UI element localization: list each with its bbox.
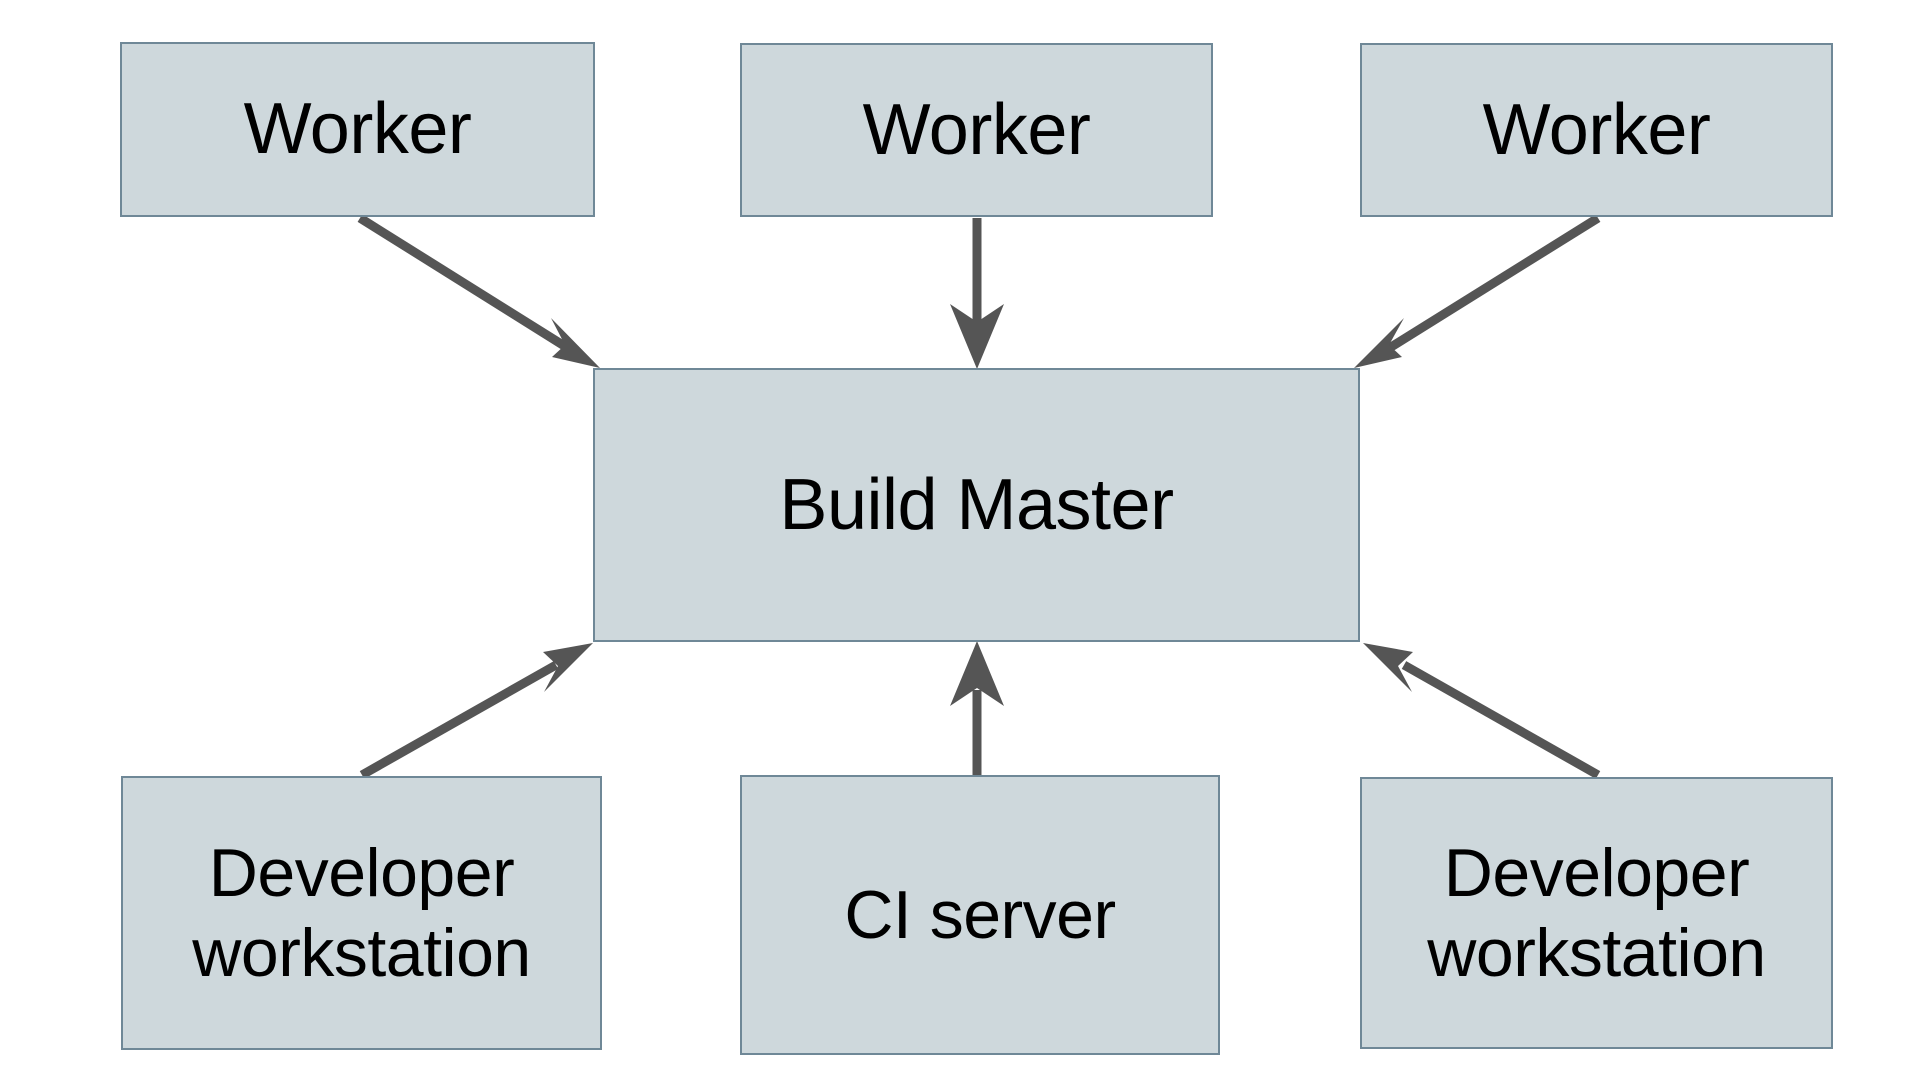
node-label-build-master: Build Master bbox=[779, 464, 1174, 545]
node-label-worker-2: Worker bbox=[862, 89, 1091, 170]
edge-worker1-to-master bbox=[357, 214, 600, 368]
node-ci-server[interactable]: CI server bbox=[740, 775, 1220, 1055]
edge-worker2-to-master bbox=[950, 218, 1004, 369]
edge-worker3-to-master bbox=[1354, 214, 1601, 368]
node-label-dev-workstation-right: Developer workstation bbox=[1427, 834, 1766, 991]
node-build-master[interactable]: Build Master bbox=[593, 368, 1360, 642]
node-worker-1[interactable]: Worker bbox=[120, 42, 595, 217]
edge-devright-to-master bbox=[1363, 643, 1601, 779]
node-dev-workstation-left[interactable]: Developer workstation bbox=[121, 776, 602, 1050]
edge-ci-to-master bbox=[950, 641, 1004, 775]
node-label-dev-workstation-left: Developer workstation bbox=[192, 834, 531, 991]
node-worker-3[interactable]: Worker bbox=[1360, 43, 1833, 217]
node-label-ci-server: CI server bbox=[844, 876, 1116, 953]
node-label-worker-1: Worker bbox=[243, 89, 472, 170]
edge-devleft-to-master bbox=[359, 643, 593, 779]
node-label-worker-3: Worker bbox=[1482, 89, 1711, 170]
node-worker-2[interactable]: Worker bbox=[740, 43, 1213, 217]
node-dev-workstation-right[interactable]: Developer workstation bbox=[1360, 777, 1833, 1049]
